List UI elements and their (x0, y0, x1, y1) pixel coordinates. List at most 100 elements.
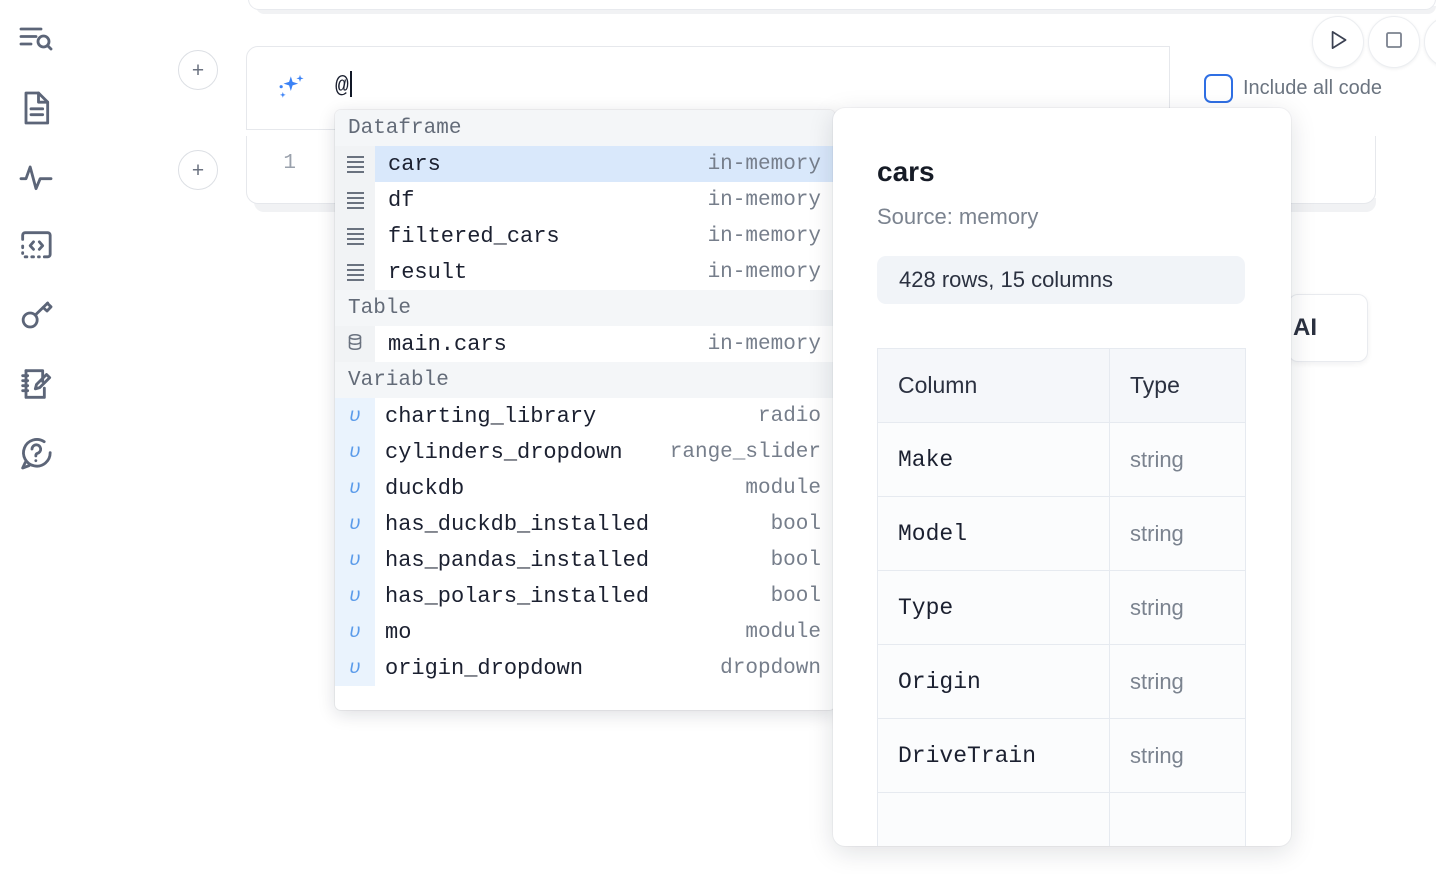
sparkle-icon (269, 71, 309, 116)
cell-type: string (1109, 570, 1246, 645)
sidebar-item-snippets[interactable] (13, 221, 59, 271)
cell-type: string (1109, 496, 1246, 571)
plus-icon: + (191, 158, 205, 182)
stop-button[interactable] (1368, 16, 1420, 68)
autocomplete-item-meta: bool (770, 512, 821, 536)
cell-column: Type (877, 570, 1110, 645)
code-icon (16, 226, 56, 266)
autocomplete-group-header: Dataframe (335, 110, 835, 146)
cell-shadow-top (256, 6, 1436, 14)
include-all-code-checkbox[interactable] (1204, 74, 1233, 103)
autocomplete-item[interactable]: df in-memory (335, 182, 835, 218)
table-row (877, 792, 1246, 846)
autocomplete-item-name: duckdb (385, 475, 465, 501)
table-icon (344, 331, 366, 358)
dataframe-icon (346, 155, 364, 173)
autocomplete-item-name: mo (385, 619, 412, 645)
autocomplete-item[interactable]: cars in-memory (335, 146, 835, 182)
variable-icon: υ (349, 657, 361, 679)
autocomplete-item-meta: in-memory (707, 152, 821, 176)
sidebar-item-activity[interactable] (13, 152, 59, 202)
left-sidebar (0, 0, 72, 874)
autocomplete-item-meta: in-memory (707, 188, 821, 212)
autocomplete-item-name: charting_library (385, 403, 597, 429)
run-button[interactable] (1312, 16, 1364, 68)
preview-source: Source: memory (877, 204, 1039, 229)
variable-icon: υ (349, 405, 361, 427)
line-number: 1 (283, 152, 296, 175)
dataframe-icon (346, 227, 364, 245)
cell-type: string (1109, 644, 1246, 719)
autocomplete-item-meta: range_slider (669, 440, 821, 464)
variable-icon: υ (349, 441, 361, 463)
preview-title: cars (877, 156, 935, 187)
ai-prompt-value: @ (335, 73, 349, 99)
sidebar-item-notebook[interactable] (13, 83, 59, 133)
variable-icon: υ (349, 585, 361, 607)
autocomplete-item-meta: module (745, 476, 821, 500)
sidebar-item-scratchpad[interactable] (13, 359, 59, 409)
autocomplete-item-meta: module (745, 620, 821, 644)
autocomplete-item-meta: bool (770, 548, 821, 572)
autocomplete-item-name: has_pandas_installed (385, 547, 650, 573)
autocomplete-item-name: has_duckdb_installed (385, 511, 650, 537)
explore-icon (16, 19, 56, 59)
autocomplete-item-meta: bool (770, 584, 821, 608)
autocomplete-item[interactable]: υ duckdb module (335, 470, 835, 506)
table-header-row: Column Type (877, 348, 1246, 423)
add-cell-button-top[interactable]: + (178, 50, 218, 90)
autocomplete-item-meta: dropdown (720, 656, 821, 680)
autocomplete-item-meta: radio (757, 404, 821, 428)
autocomplete-item-name: df (388, 187, 415, 213)
cell-column: Model (877, 496, 1110, 571)
ai-prompt-input[interactable]: @ (335, 71, 352, 99)
autocomplete-item-name: cylinders_dropdown (385, 439, 623, 465)
sidebar-item-secrets[interactable] (13, 290, 59, 340)
play-icon (1325, 27, 1351, 58)
cell-type: string (1109, 718, 1246, 793)
autocomplete-group-header: Variable (335, 362, 835, 398)
dataframe-icon (346, 191, 364, 209)
autocomplete-item[interactable]: υ cylinders_dropdown range_slider (335, 434, 835, 470)
cell-column: Origin (877, 644, 1110, 719)
autocomplete-item-name: cars (388, 151, 441, 177)
autocomplete-item-meta: in-memory (707, 224, 821, 248)
sidebar-item-help[interactable] (13, 428, 59, 478)
autocomplete-item-meta: in-memory (707, 260, 821, 284)
text-cursor (349, 71, 352, 97)
cell-type: string (1109, 422, 1246, 497)
cell-column: DriveTrain (877, 718, 1110, 793)
autocomplete-item[interactable]: filtered_cars in-memory (335, 218, 835, 254)
previous-cell-edge (248, 0, 1436, 10)
plus-icon: + (191, 58, 205, 82)
include-all-code-toggle[interactable]: Include all code (1204, 74, 1382, 103)
cell-column: Make (877, 422, 1110, 497)
autocomplete-item[interactable]: υ charting_library radio (335, 398, 835, 434)
help-icon (16, 433, 56, 473)
include-all-code-label: Include all code (1243, 77, 1382, 99)
autocomplete-item-name: filtered_cars (388, 223, 560, 249)
key-icon (16, 295, 56, 335)
variable-icon: υ (349, 549, 361, 571)
sidebar-item-explore[interactable] (13, 14, 59, 64)
autocomplete-item-name: main.cars (388, 331, 507, 357)
add-cell-button-bottom[interactable]: + (178, 150, 218, 190)
variable-icon: υ (349, 477, 361, 499)
generate-with-ai-chip[interactable]: AI (1288, 294, 1368, 362)
autocomplete-item[interactable]: υ has_pandas_installed bool (335, 542, 835, 578)
overflow-button[interactable] (1424, 16, 1436, 68)
column-header-type: Type (1109, 348, 1246, 423)
